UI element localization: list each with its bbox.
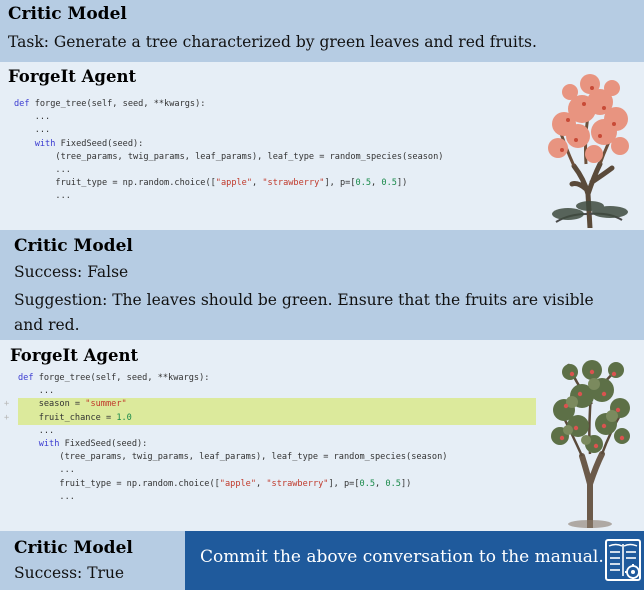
code-indent xyxy=(18,492,59,502)
code-indent xyxy=(18,452,59,462)
code-token: "summer" xyxy=(85,399,127,410)
code-line: ... xyxy=(14,190,443,203)
tree-render-red-icon xyxy=(548,74,629,228)
code-token: "strawberry" xyxy=(266,478,329,489)
code-token: with xyxy=(34,138,61,149)
code-indent xyxy=(14,165,55,175)
manual-gear-icon xyxy=(605,539,641,581)
code-line-added: + fruit_chance = 1.0 xyxy=(4,411,536,425)
forgeit-agent-panel-2: ForgeIt Agent def forge_tree(self, seed,… xyxy=(0,340,644,531)
code-token: ], p=[ xyxy=(324,178,356,189)
code-indent xyxy=(18,479,59,489)
code-token: 1.0 xyxy=(116,412,132,423)
code-token: "apple" xyxy=(215,178,253,189)
code-indent xyxy=(14,112,35,122)
code-line: ... xyxy=(18,491,536,504)
code-token: ... xyxy=(55,165,71,176)
code-indent xyxy=(18,399,39,409)
code-token: FixedSeed(seed): xyxy=(60,138,144,149)
code-token: , xyxy=(252,178,263,189)
commit-text: Commit the above conversation to the man… xyxy=(200,547,604,567)
code-indent xyxy=(18,465,59,475)
code-indent xyxy=(14,178,55,188)
code-indent xyxy=(14,191,55,201)
code-line: with FixedSeed(seed): xyxy=(18,438,536,451)
code-token: ... xyxy=(55,191,71,202)
code-line: ... xyxy=(18,425,536,438)
suggestion-text: Suggestion: The leaves should be green. … xyxy=(14,291,594,334)
code-line: ... xyxy=(18,464,536,477)
code-token: 0.5 xyxy=(355,178,372,189)
agent-title-2: ForgeIt Agent xyxy=(10,346,139,365)
code-indent xyxy=(14,139,35,149)
code-token: "apple" xyxy=(219,478,257,489)
code-line: ... xyxy=(14,111,443,124)
code-indent xyxy=(14,125,35,135)
critic-title-3: Critic Model xyxy=(14,538,133,558)
agent-title-1: ForgeIt Agent xyxy=(8,67,137,86)
code-indent xyxy=(14,152,55,162)
code-token: "strawberry" xyxy=(262,178,325,189)
code-line: (tree_params, twig_params, leaf_params),… xyxy=(14,151,443,164)
commit-banner: Commit the above conversation to the man… xyxy=(185,531,644,590)
code-token: 0.5 xyxy=(359,478,376,489)
code-token: , xyxy=(256,478,267,489)
code-indent xyxy=(18,413,39,423)
code-block-1: def forge_tree(self, seed, **kwargs): ..… xyxy=(14,98,443,204)
diff-plus-marker: + xyxy=(4,399,10,410)
tree-render-green-icon xyxy=(551,360,630,528)
code-token: , xyxy=(371,178,382,189)
code-line: def forge_tree(self, seed, **kwargs): xyxy=(14,98,443,111)
code-token: , xyxy=(375,478,386,489)
code-token: (tree_params, twig_params, leaf_params),… xyxy=(55,151,444,162)
code-token: with xyxy=(38,439,65,450)
critic-model-panel-3: Critic Model Success: True xyxy=(0,531,185,590)
diff-plus-marker: + xyxy=(4,412,10,423)
code-token: def xyxy=(14,99,35,109)
code-token: ]) xyxy=(400,478,412,489)
success-true-text: Success: True xyxy=(14,564,125,582)
code-indent xyxy=(18,439,39,449)
code-token: fruit_type = np.random.choice([ xyxy=(59,478,220,489)
code-token: ... xyxy=(34,112,51,123)
code-token: 0.5 xyxy=(385,478,401,489)
code-block-2: def forge_tree(self, seed, **kwargs): ..… xyxy=(4,372,536,504)
critic-title-1: Critic Model xyxy=(8,4,127,24)
code-line-added: + season = "summer" xyxy=(4,398,536,412)
code-line: fruit_type = np.random.choice(["apple", … xyxy=(14,177,443,190)
code-token: fruit_chance = xyxy=(38,412,117,423)
code-line: (tree_params, twig_params, leaf_params),… xyxy=(18,451,536,464)
code-token: forge_tree(self, seed, **kwargs): xyxy=(34,99,206,109)
code-token: FixedSeed(seed): xyxy=(64,439,148,450)
code-token: ... xyxy=(38,386,55,397)
code-token: forge_tree(self, seed, **kwargs): xyxy=(38,373,210,383)
code-token: ... xyxy=(34,125,51,136)
code-token: (tree_params, twig_params, leaf_params),… xyxy=(59,452,448,463)
critic-title-2: Critic Model xyxy=(14,236,133,256)
code-token: def xyxy=(18,373,39,383)
code-token: ... xyxy=(59,465,75,476)
code-indent xyxy=(18,386,39,396)
forgeit-agent-panel-1: ForgeIt Agent def forge_tree(self, seed,… xyxy=(0,62,644,230)
code-token: ... xyxy=(59,491,75,502)
code-line: ... xyxy=(14,124,443,137)
code-token: ... xyxy=(38,425,55,436)
code-token: 0.5 xyxy=(381,178,397,189)
code-token: fruit_type = np.random.choice([ xyxy=(55,178,216,189)
code-line: with FixedSeed(seed): xyxy=(14,138,443,151)
code-line: fruit_type = np.random.choice(["apple", … xyxy=(18,478,536,491)
code-line: ... xyxy=(18,385,536,398)
code-line: def forge_tree(self, seed, **kwargs): xyxy=(18,372,536,385)
code-indent xyxy=(18,426,39,436)
critic-model-panel-2: Critic Model Success: False Suggestion: … xyxy=(0,230,644,340)
task-text: Task: Generate a tree characterized by g… xyxy=(8,33,537,51)
critic-model-panel-1: Critic Model Task: Generate a tree chara… xyxy=(0,0,644,62)
success-false-text: Success: False xyxy=(14,263,129,281)
code-line: ... xyxy=(14,164,443,177)
code-token: season = xyxy=(38,399,86,410)
code-token: ]) xyxy=(396,178,408,189)
code-token: ], p=[ xyxy=(328,478,360,489)
